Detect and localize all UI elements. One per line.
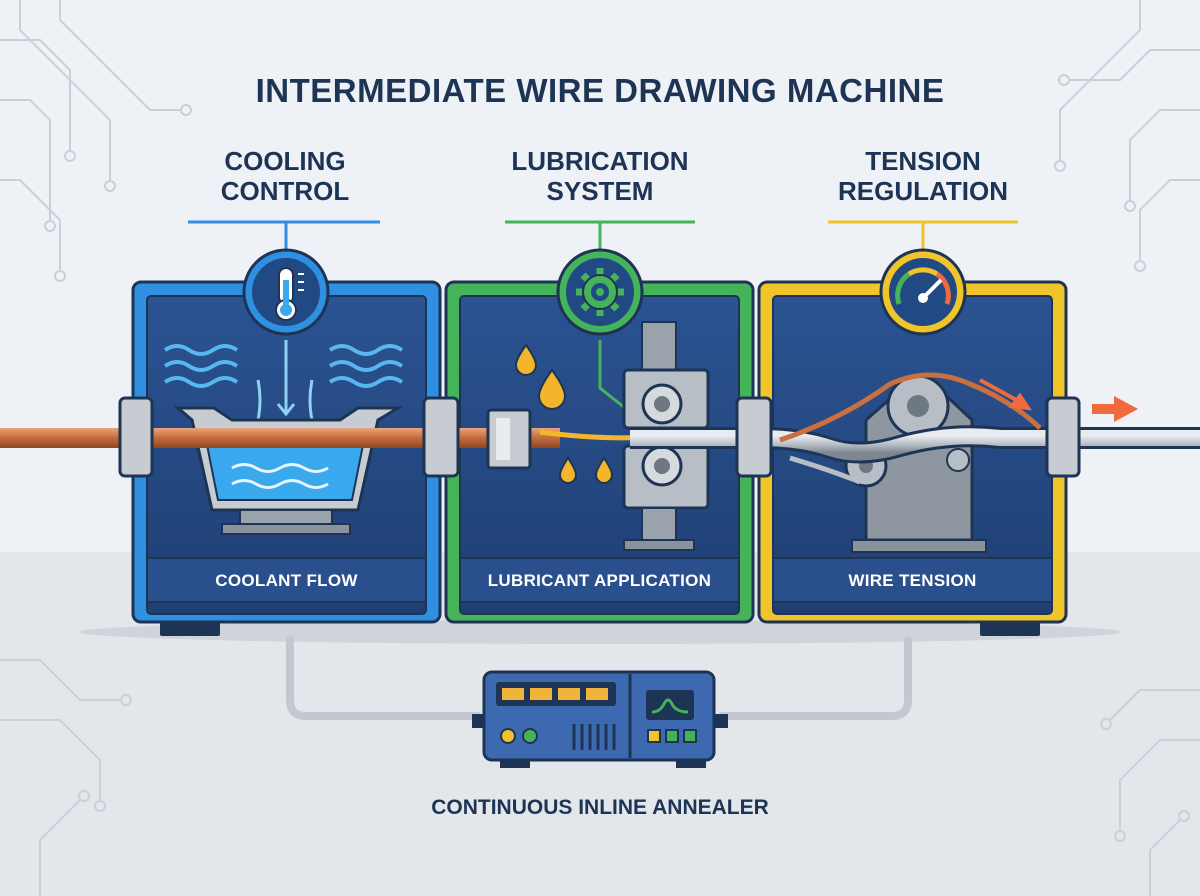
tension-connector xyxy=(828,220,1018,252)
machine-shadow xyxy=(80,620,1120,644)
circuit-decoration-right xyxy=(1054,0,1200,896)
lubricant-application-label: LUBRICANT APPLICATION xyxy=(487,571,712,590)
diagram-title: INTERMEDIATE WIRE DRAWING MACHINE xyxy=(255,72,945,109)
thermometer-icon xyxy=(242,248,330,336)
gear-icon xyxy=(556,248,644,336)
die-rollers xyxy=(622,321,710,551)
coolant-waves-right xyxy=(328,344,404,388)
tension-title-line1: TENSION xyxy=(865,146,981,176)
panel-clamps xyxy=(118,396,1081,478)
tension-direction-arrow xyxy=(979,378,1033,411)
tension-regulation-title: TENSION REGULATION xyxy=(773,146,1073,206)
coolant-flow-label: COOLANT FLOW xyxy=(215,571,358,590)
lubrication-system-title: LUBRICATION SYSTEM xyxy=(450,146,750,206)
circuit-decoration-left xyxy=(0,0,192,896)
gauge-icon xyxy=(879,248,967,336)
lubrication-connector xyxy=(505,220,695,252)
tension-title-line2: REGULATION xyxy=(838,176,1008,206)
drawn-steel-wire xyxy=(630,425,1200,464)
wire-over-roller xyxy=(779,372,1042,443)
lubrication-title-line2: SYSTEM xyxy=(546,176,654,206)
coolant-flow-arrows xyxy=(256,340,314,421)
lubricant-drops xyxy=(514,343,614,484)
coolant-waves-left xyxy=(163,344,239,388)
copper-wire xyxy=(0,428,560,448)
output-arrow xyxy=(1092,396,1138,422)
lubrication-title-line1: LUBRICATION xyxy=(511,146,689,176)
cooling-panel xyxy=(131,280,442,636)
annealer-cables xyxy=(286,636,912,720)
wire-under-roller xyxy=(789,455,861,485)
cooling-title-line2: CONTROL xyxy=(220,176,350,206)
lubrication-panel xyxy=(444,280,755,624)
cooling-title-line1: COOLING xyxy=(224,146,346,176)
wire-tension-label: WIRE TENSION xyxy=(848,571,977,590)
cooling-connector xyxy=(188,220,380,252)
annealer-caption: CONTINUOUS INLINE ANNEALER xyxy=(431,796,769,819)
control-unit-icon xyxy=(472,670,728,768)
die-block xyxy=(486,408,532,470)
cooling-control-title: COOLING CONTROL xyxy=(135,146,435,206)
